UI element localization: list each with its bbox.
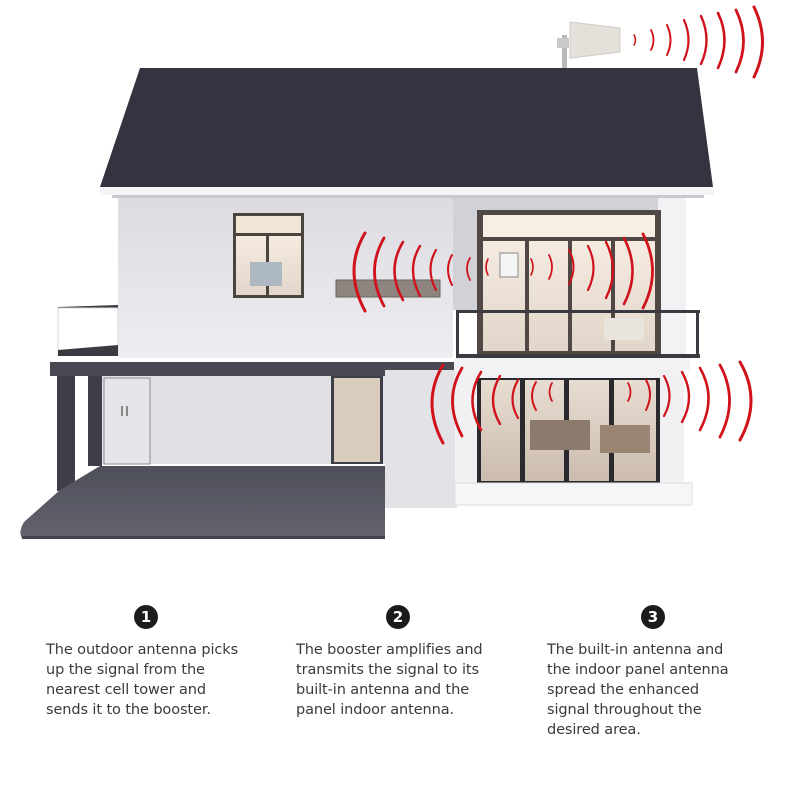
- signal-wave-icon: [430, 360, 753, 445]
- left-balcony: [57, 305, 119, 356]
- signal-wave-icon: [352, 231, 654, 313]
- signal-wave-icon: [633, 5, 764, 79]
- step-description: The booster amplifies and transmits the …: [296, 642, 483, 718]
- floor-slab: [50, 362, 460, 376]
- step-number-badge: 3: [641, 605, 665, 629]
- step-number-badge: 2: [386, 605, 410, 629]
- ground-floor-window: [477, 378, 660, 483]
- outdoor-antenna: [557, 21, 621, 75]
- house-illustration: [20, 5, 764, 539]
- steps-section: 1 The outdoor antenna picks up the signa…: [0, 600, 800, 800]
- roof: [100, 68, 713, 187]
- step-description: The built-in antenna and the indoor pane…: [547, 642, 729, 738]
- upper-right-window: [477, 210, 661, 356]
- step-number-badge: 1: [134, 605, 158, 629]
- step-description: The outdoor antenna picks up the signal …: [46, 642, 239, 718]
- upper-left-window: [233, 213, 304, 298]
- driveway: [20, 466, 386, 538]
